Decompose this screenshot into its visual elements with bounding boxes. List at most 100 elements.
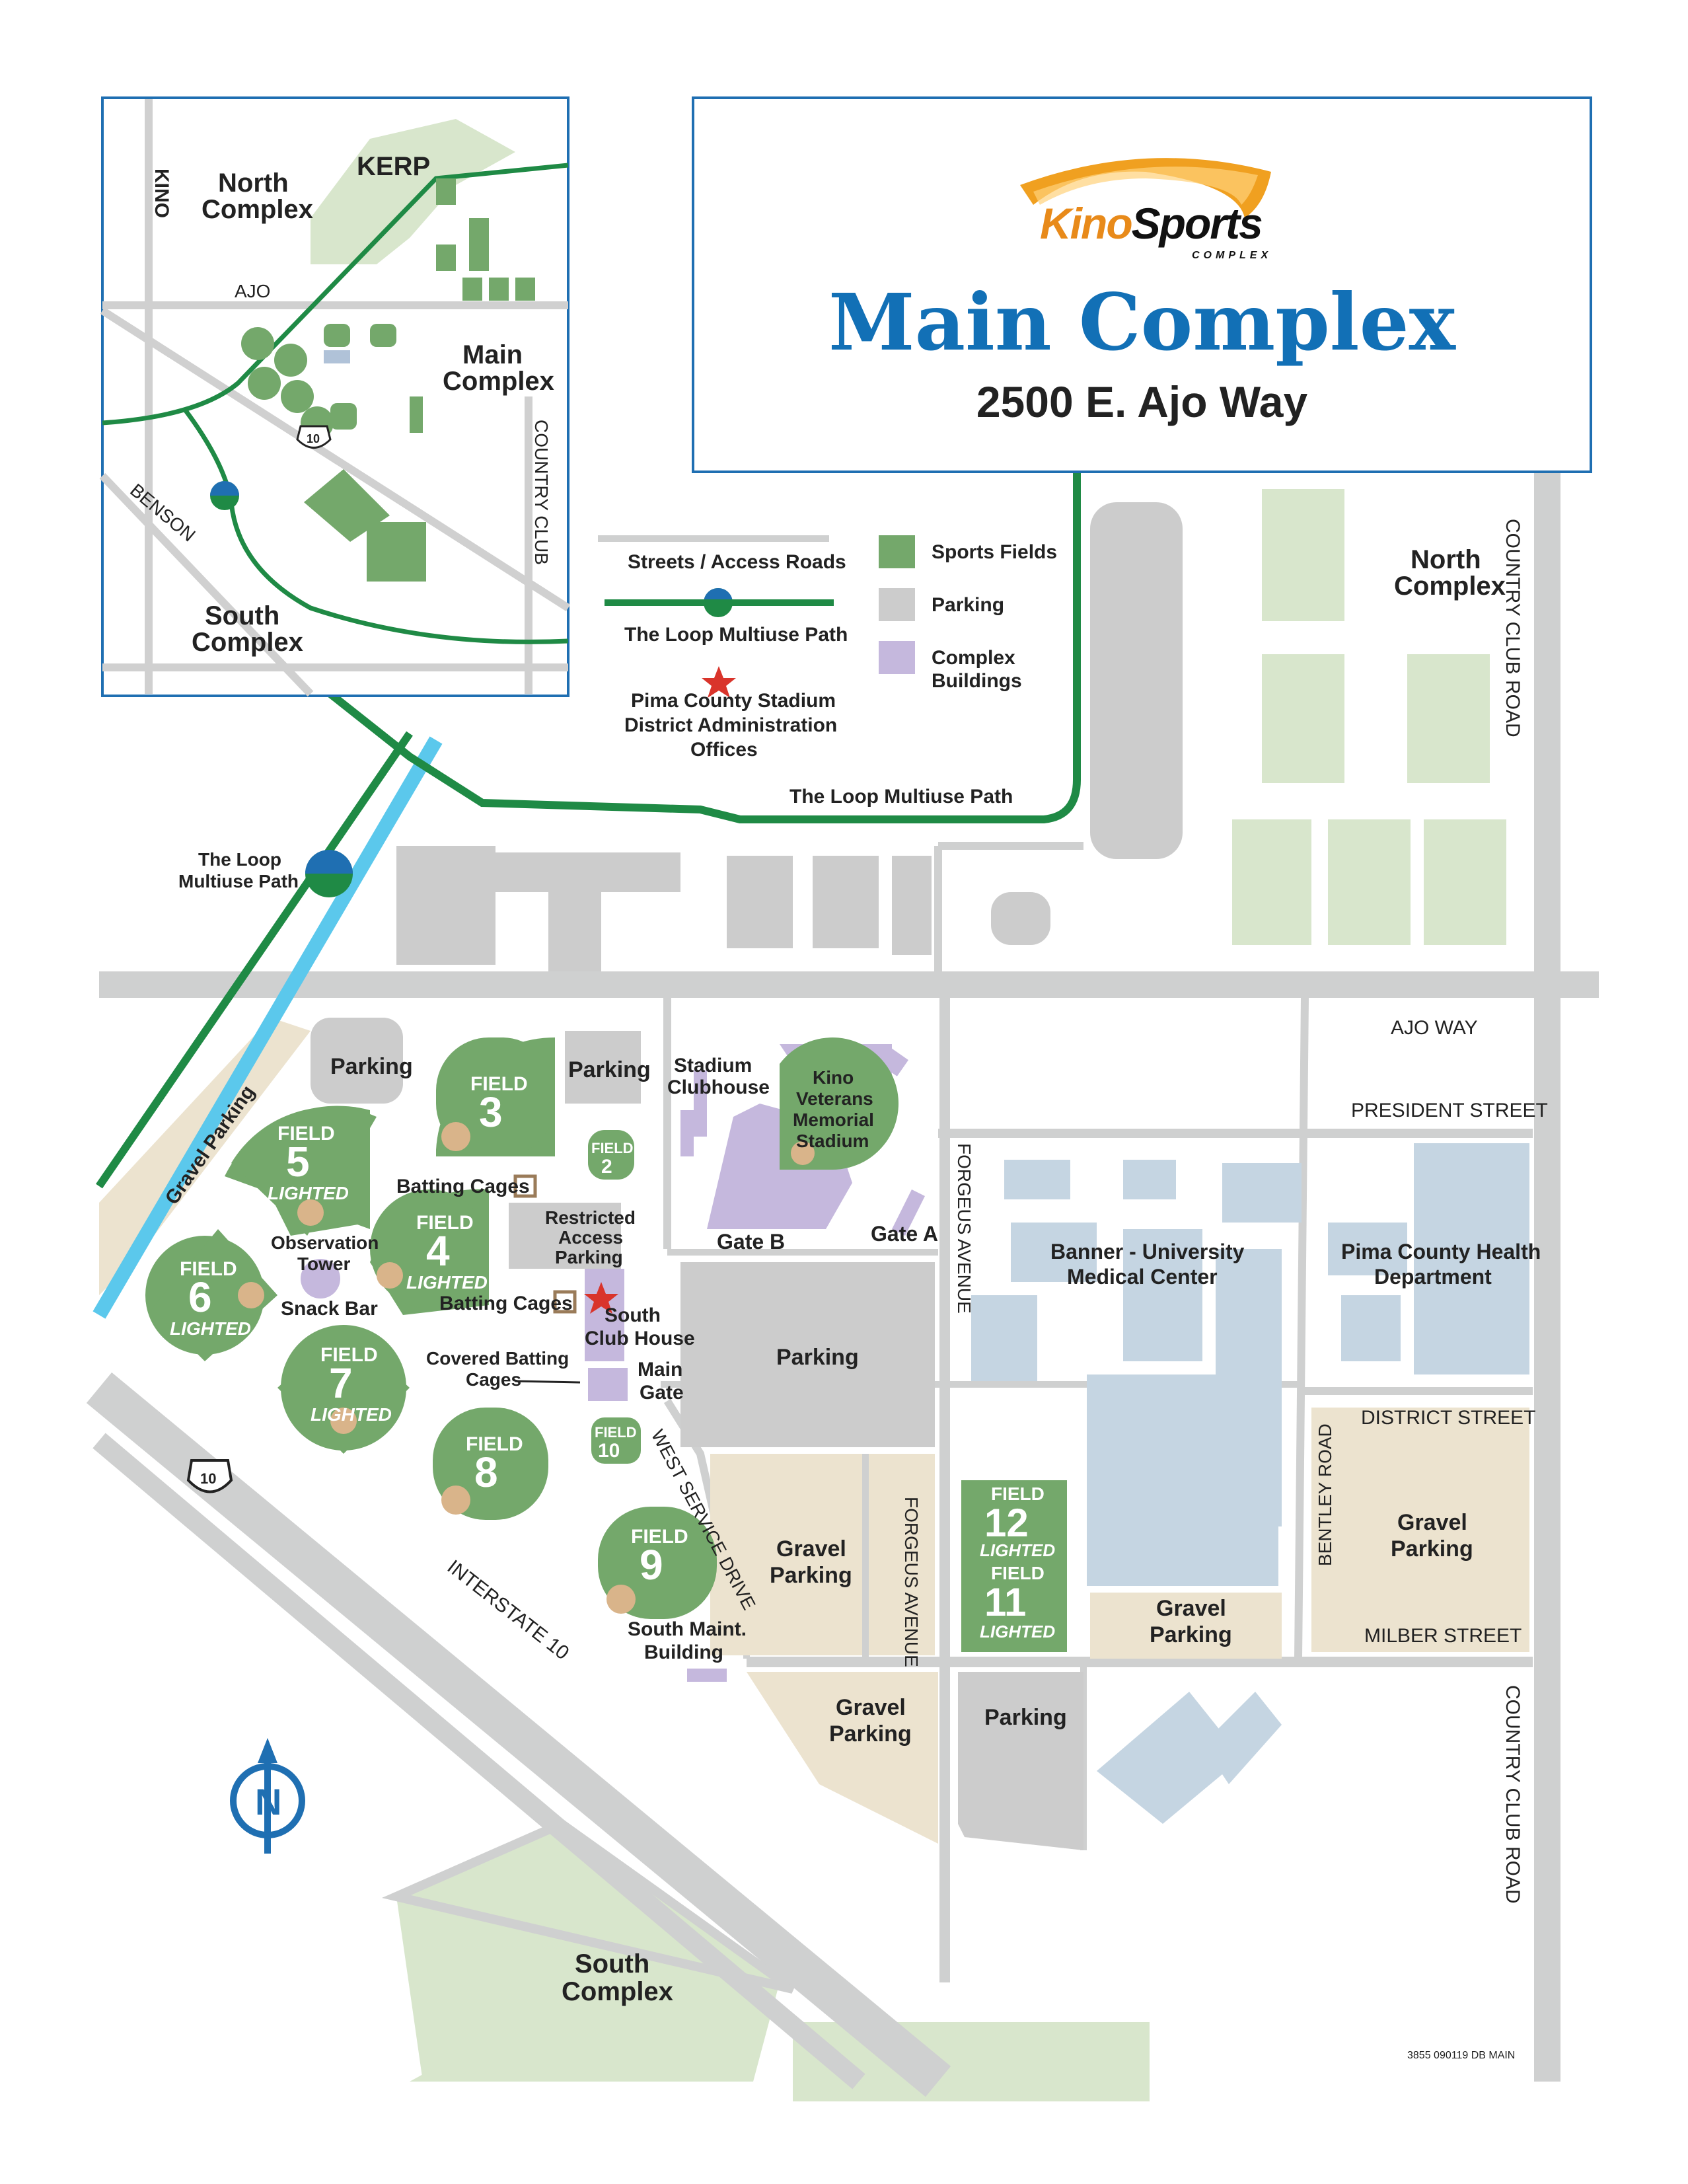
interstate-10-road: [86, 1372, 951, 2097]
gravel-parking-label-1b: Parking: [770, 1563, 852, 1588]
legend-buildings-label-2: Buildings: [932, 670, 1022, 692]
north-complex-label-2: Complex: [1394, 572, 1506, 601]
legend-streets-label: Streets / Access Roads: [628, 551, 846, 573]
gravel-parking-label-4a: Gravel: [1397, 1510, 1467, 1535]
batting-cages-label-lower: Batting Cages: [439, 1293, 573, 1314]
loop-left-label-2: Multiuse Path: [178, 871, 299, 891]
kino-stadium-label-2: Veterans: [796, 1088, 873, 1109]
restricted-parking-label-2: Access: [558, 1227, 623, 1248]
field-9-word: FIELD: [631, 1526, 688, 1548]
restricted-parking-label-3: Parking: [555, 1247, 623, 1267]
field-12-11-shape: [961, 1480, 1067, 1652]
inset-north-label-1: North: [218, 169, 289, 198]
batting-cages-label-upper: Batting Cages: [396, 1176, 530, 1197]
south-maint-label-1: South Maint.: [628, 1618, 747, 1640]
field-5-lighted: LIGHTED: [268, 1183, 349, 1203]
milber-street-label: MILBER STREET: [1364, 1625, 1522, 1647]
field-4-number: 4: [426, 1227, 450, 1275]
field-7-lighted: LIGHTED: [311, 1404, 392, 1425]
field-8-number: 8: [474, 1449, 498, 1496]
gravel-parking-label-3b: Parking: [1150, 1622, 1232, 1647]
field-labels: FIELD 2 FIELD 3 FIELD 4 LIGHTED FIELD 5 …: [170, 1073, 1055, 1641]
inset-map: [99, 96, 571, 697]
snack-bar-label: Snack Bar: [281, 1298, 378, 1320]
inset-main-label-1: Main: [462, 340, 523, 369]
district-admin-star: [584, 1282, 618, 1314]
legend-sports-label: Sports Fields: [932, 541, 1057, 563]
south-complex-label-2: Complex: [562, 1977, 673, 2006]
inset-kino-label: KINO: [151, 169, 172, 218]
legend-stadium-label-1: Pima County Stadium: [631, 690, 836, 712]
south-complex-area: [381, 1818, 1150, 2101]
address: 2500 E. Ajo Way: [976, 377, 1308, 426]
country-club-road-label-bottom: COUNTRY CLUB ROAD: [1502, 1685, 1523, 1904]
infields: [238, 1122, 815, 1614]
gravel-parking-label-4b: Parking: [1391, 1536, 1473, 1562]
page-title: Main Complex: [828, 276, 1455, 368]
field-7-word: FIELD: [320, 1344, 378, 1366]
stadium-field: [780, 1037, 899, 1170]
interstate-shield-number: 10: [200, 1470, 216, 1487]
restricted-parking-label-1: Restricted: [545, 1207, 636, 1228]
inset-south-label-1: South: [205, 601, 279, 630]
logo-word-kino: Kino: [1040, 199, 1133, 248]
loop-marker-inset: [210, 481, 239, 510]
field-7-number: 7: [329, 1359, 353, 1407]
banner-medical-label-1: Banner - University: [1050, 1240, 1245, 1263]
legend-buildings-swatch: [879, 641, 915, 674]
parking-label-north: Parking: [568, 1057, 651, 1082]
field-9-number: 9: [640, 1541, 663, 1589]
field-8-word: FIELD: [466, 1433, 523, 1455]
interstate-10-label: INTERSTATE 10: [443, 1556, 573, 1665]
inset-ajo-label: AJO: [235, 281, 270, 301]
legend-sports-swatch: [879, 535, 915, 568]
country-club-road-label-top: COUNTRY CLUB ROAD: [1502, 519, 1523, 737]
kino-sports-logo: KinoSports COMPLEX: [1013, 145, 1278, 261]
field-12-lighted: LIGHTED: [980, 1540, 1055, 1560]
pima-health-label-1: Pima County Health: [1341, 1240, 1541, 1263]
logo-swoosh-icon: [1020, 158, 1271, 218]
logo-tagline: COMPLEX: [1192, 250, 1272, 261]
title-box: KinoSports COMPLEX Main Complex 2500 E. …: [692, 96, 1592, 473]
south-club-house-label-2: Club House: [585, 1328, 695, 1349]
field-6-number: 6: [188, 1273, 212, 1321]
north-complex-fields: [1232, 489, 1506, 945]
batting-cages-box-lower: [553, 1290, 577, 1314]
loop-marker-map: [305, 850, 353, 897]
north-arrow-icon: [230, 1738, 305, 1854]
president-street-label: PRESIDENT STREET: [1351, 1100, 1548, 1121]
district-street-label: DISTRICT STREET: [1361, 1407, 1535, 1429]
field-6-lighted: LIGHTED: [170, 1318, 251, 1339]
legend: [598, 535, 915, 698]
legend-parking-swatch: [879, 588, 915, 621]
gate-b-label: Gate B: [717, 1230, 785, 1254]
gravel-parking-label-1a: Gravel: [776, 1536, 846, 1562]
main-gate-label-2: Gate: [640, 1382, 684, 1404]
inset-main-label-2: Complex: [443, 367, 554, 396]
footer-code: 3855 090119 DB MAIN: [1407, 2050, 1515, 2061]
south-complex-label-1: South: [575, 1949, 649, 1978]
covered-batting-arrow: [515, 1380, 581, 1384]
covered-batting-label-1: Covered Batting: [426, 1348, 569, 1369]
field-12-number: 12: [984, 1501, 1029, 1545]
forgeus-avenue-label-bottom: FORGEUS AVENUE: [901, 1497, 922, 1667]
loop-path-label: The Loop Multiuse Path: [789, 786, 1013, 808]
inset-interstate-shield: [296, 425, 332, 449]
snack-bar-building: [301, 1259, 340, 1299]
ajo-way-label: AJO WAY: [1391, 1017, 1478, 1039]
kino-stadium-label-1: Kino: [813, 1067, 854, 1088]
field-11-lighted: LIGHTED: [980, 1622, 1055, 1641]
field-11-word: FIELD: [991, 1563, 1045, 1583]
field-4-word: FIELD: [416, 1212, 474, 1234]
gravel-parking-label-3a: Gravel: [1156, 1596, 1226, 1621]
main-gate-label-1: Main: [638, 1359, 682, 1380]
legend-buildings-label-1: Complex: [932, 647, 1015, 669]
interstate-shield: [186, 1459, 233, 1493]
field-6-word: FIELD: [180, 1258, 237, 1280]
parking-label-northwest: Parking: [330, 1054, 413, 1079]
bentley-road-label: BENTLEY ROAD: [1315, 1423, 1335, 1566]
medical-center-buildings: [971, 1143, 1529, 1824]
covered-batting-label-2: Cages: [466, 1369, 521, 1390]
field-3-word: FIELD: [470, 1073, 528, 1095]
gravel-parking-label-2a: Gravel: [836, 1695, 906, 1720]
